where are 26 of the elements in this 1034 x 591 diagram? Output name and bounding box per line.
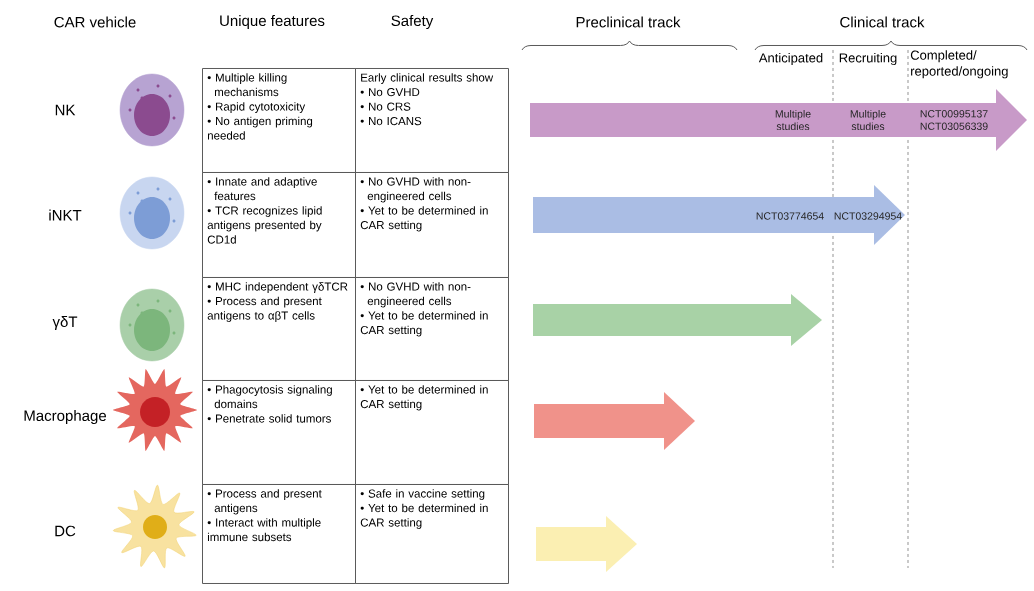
- table-cell: Early clinical results show • No GVHD • No CRS • No ICANS: [355, 68, 509, 173]
- track-header: Clinical track: [840, 16, 925, 28]
- track-header: Preclinical track: [576, 16, 681, 28]
- table-cell: • No GVHD with non-engineered cells • Yet to be determined in CAR setting: [355, 172, 509, 278]
- table-cell: • Innate and adaptive features • TCR recognizes lipid antigens presented by CD1d: [202, 172, 356, 278]
- row-label: Macrophage: [24, 410, 106, 424]
- column-header: CAR vehicle: [54, 16, 136, 28]
- row-label: DC: [55, 525, 76, 537]
- block-arrow: [534, 392, 695, 450]
- row-label: iNKT: [49, 209, 82, 221]
- column-header: Safety: [391, 15, 434, 29]
- table-cell: • Yet to be determined in CAR setting: [355, 380, 509, 485]
- row-label: γδT: [52, 316, 78, 330]
- phase-header: Anticipated: [758, 52, 823, 66]
- column-header: Unique features: [220, 15, 325, 29]
- phase-header: Recruiting: [839, 52, 897, 66]
- table-cell: • Phagocytosis signaling domains • Penetrate solid tumors: [202, 380, 356, 485]
- table-cell: • MHC independent γδTCR • Process and present antigens to αβT cells: [202, 277, 356, 381]
- phase-header: Completed/ reported/ongoing: [910, 50, 1008, 79]
- block-arrow: [533, 294, 822, 346]
- table-cell: • Multiple killing mechanisms • Rapid cytotoxicity • No antigen priming needed: [202, 68, 356, 173]
- block-arrow: [536, 516, 637, 572]
- table-cell: • Safe in vaccine setting • Yet to be determined in CAR setting: [355, 484, 509, 584]
- table-cell: • Process and present antigens • Interact with multiple immune subsets: [202, 484, 356, 584]
- row-label: NK: [55, 104, 76, 116]
- table-cell: • No GVHD with non-engineered cells • Yet to be determined in CAR setting: [355, 277, 509, 381]
